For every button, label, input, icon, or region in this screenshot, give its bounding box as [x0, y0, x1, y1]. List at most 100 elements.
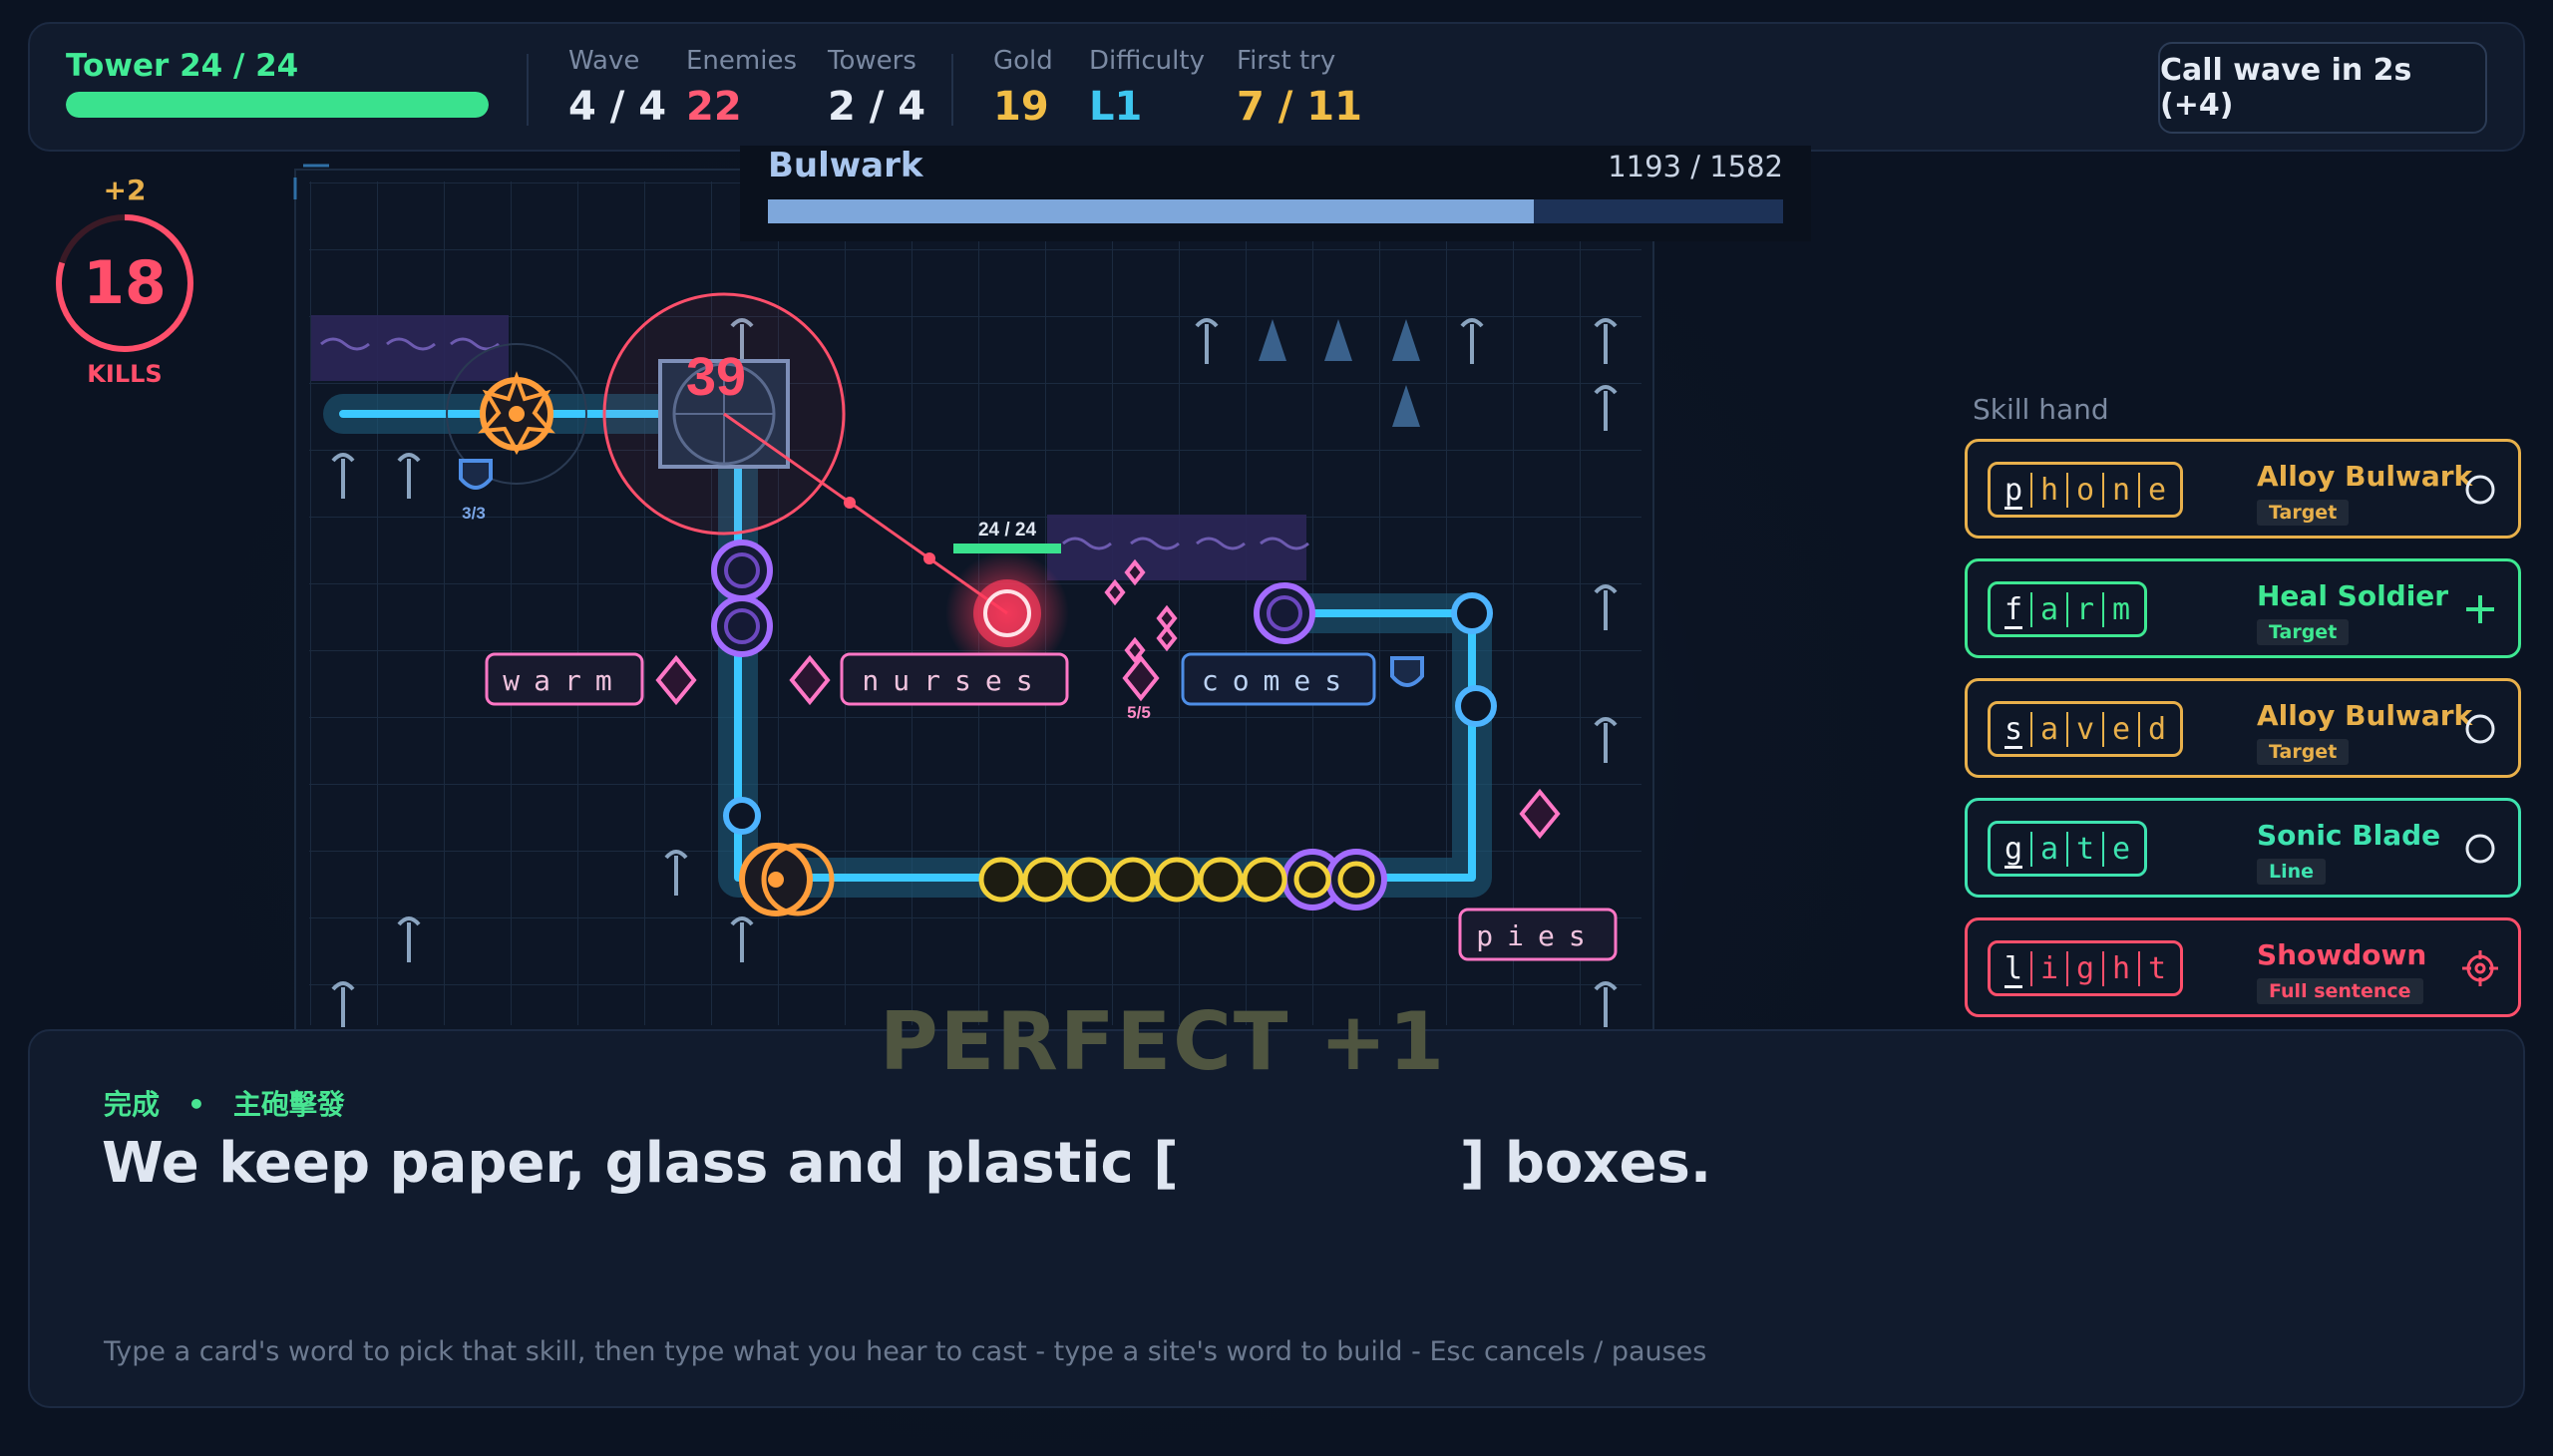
plus-icon: [2466, 595, 2494, 623]
skill-card-letter: l: [1997, 951, 2030, 988]
sentence-before: We keep paper, glass and plastic [: [102, 1131, 1179, 1196]
skill-card-letter: e: [2102, 831, 2138, 867]
shield-icon: [459, 459, 1424, 687]
crosshair-icon: [2462, 950, 2498, 986]
stat-first-try: First try 7 / 11: [1237, 46, 1362, 130]
skill-card-tag: Target: [2257, 500, 2350, 526]
site-label-nurses[interactable]: nurses: [840, 652, 1069, 706]
circle-icon: [2465, 834, 2495, 864]
stat-gold: Gold 19: [993, 46, 1053, 130]
boss-name: Bulwark: [768, 146, 923, 185]
stat-label: Difficulty: [1089, 46, 1205, 76]
skill-card-letter: n: [2102, 472, 2138, 508]
skill-card-letter: e: [2102, 711, 2138, 747]
status-left: 完成: [104, 1088, 161, 1121]
shield-count: 5/5: [1127, 703, 1151, 722]
boss-health: Bulwark 1193 / 1582: [740, 146, 1811, 241]
skill-card-tag: Line: [2257, 859, 2327, 885]
diamond-enemy[interactable]: [655, 558, 1561, 840]
stat-label: Towers: [828, 46, 916, 76]
skill-hand-title: Skill hand: [1973, 393, 2109, 426]
stat-wave: Wave 4 / 4: [568, 46, 666, 130]
coin-enemy[interactable]: [978, 857, 1375, 903]
skill-card-letter: h: [2030, 472, 2066, 508]
skill-card-letter: m: [2102, 591, 2138, 627]
skill-card-letter: g: [2066, 950, 2102, 986]
skill-card-letter: a: [2030, 711, 2066, 747]
skill-card-letter: r: [2066, 591, 2102, 627]
ally-hp-text: 24 / 24: [978, 520, 1037, 541]
stat-label: Enemies: [686, 46, 797, 76]
circle-icon: [2465, 475, 2495, 505]
hud-divider: [951, 54, 953, 126]
status-dot: •: [187, 1088, 205, 1121]
skill-card-letter: p: [1997, 473, 2030, 510]
tree-icon: [1259, 319, 1420, 427]
stat-value: 2 / 4: [828, 84, 926, 130]
stat-difficulty: Difficulty L1: [1089, 46, 1205, 130]
skill-card-letter: e: [2138, 472, 2174, 508]
site-word: nurses: [862, 664, 1046, 697]
skill-card-name: Showdown: [2257, 938, 2427, 971]
kills-ring: 18: [52, 210, 197, 356]
spike-enemy[interactable]: [446, 343, 587, 485]
site-label-comes[interactable]: comes: [1181, 652, 1376, 706]
skill-card-letter: v: [2066, 711, 2102, 747]
skill-card-letter: t: [2066, 831, 2102, 867]
skill-card-letter: t: [2138, 950, 2174, 986]
ally-soldier[interactable]: 24 / 24: [945, 520, 1069, 675]
kills-ring-icon: [56, 214, 193, 352]
stat-enemies: Enemies 22: [686, 46, 797, 130]
skill-card-letter: f: [1997, 592, 2030, 629]
stat-value: 4 / 4: [568, 84, 667, 130]
target-number: 39: [686, 347, 746, 407]
controls-hint: Type a card's word to pick that skill, t…: [104, 1336, 1707, 1367]
boss-hp-fill: [768, 199, 1534, 223]
stat-label: Wave: [568, 46, 640, 76]
skill-card-letter: o: [2066, 472, 2102, 508]
call-wave-button[interactable]: Call wave in 2s (+4): [2158, 42, 2487, 134]
ring-enemy[interactable]: [711, 540, 1387, 910]
status-right: 主砲擊發: [232, 1088, 345, 1121]
top-hud: Tower 24 / 24 Wave 4 / 4 Enemies 22 Towe…: [28, 22, 2525, 152]
skill-card-letter: a: [2030, 591, 2066, 627]
kills-plus: +2: [103, 174, 147, 206]
site-label-pies[interactable]: pies: [1458, 908, 1618, 961]
stat-towers: Towers 2 / 4: [828, 46, 925, 130]
perfect-feedback: PERFECT +1: [880, 995, 1447, 1088]
stat-label: Gold: [993, 46, 1053, 76]
skill-card-letter: g: [1997, 832, 2030, 869]
site-word: warm: [503, 664, 625, 697]
sentence-after: ] boxes.: [1459, 1131, 1712, 1196]
tower-hp-fill: [66, 92, 489, 118]
skill-card-letter: a: [2030, 831, 2066, 867]
prompt-panel: 完成 • 主砲擊發 We keep paper, glass and plastic…: [28, 1029, 2525, 1408]
boss-hp-text: 1193 / 1582: [1608, 150, 1783, 183]
skill-card-name: Heal Soldier: [2257, 579, 2449, 612]
path-node: [723, 592, 1497, 835]
skill-card-name: Alloy Bulwark: [2257, 699, 2473, 732]
tower-hp-bar: [66, 92, 489, 118]
skill-card-tag: Target: [2257, 739, 2350, 765]
site-label-warm[interactable]: warm: [485, 652, 644, 706]
spike-enemy[interactable]: [739, 843, 835, 916]
skill-card-letter: s: [1997, 712, 2030, 749]
stat-value: L1: [1089, 84, 1143, 130]
kills-label: KILLS: [87, 360, 163, 388]
prompt-sentence: We keep paper, glass and plastic [ ] boxe…: [102, 1131, 1711, 1196]
skill-card-letter: i: [2030, 950, 2066, 986]
stat-label: First try: [1237, 46, 1336, 76]
skill-card-tag: Full sentence: [2257, 978, 2423, 1004]
stat-value: 22: [686, 84, 742, 130]
skill-card-letter: d: [2138, 711, 2174, 747]
